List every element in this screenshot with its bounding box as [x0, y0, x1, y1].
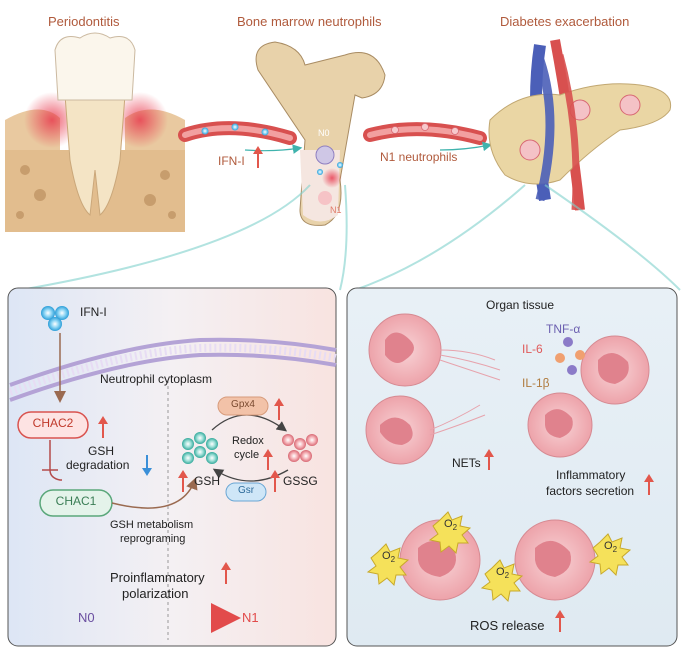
- chac2-box: [17, 411, 89, 439]
- cytokine-dots: [555, 337, 585, 375]
- label-infl-1: Inflammatory: [556, 468, 626, 482]
- pancreas-illustration: [488, 39, 672, 211]
- o2-burst-1: [366, 543, 410, 587]
- label-gsh-deg-1: GSH: [88, 444, 115, 458]
- label-gsh-deg-2: degradation: [66, 458, 130, 472]
- title-bone-marrow: Bone marrow neutrophils: [237, 14, 382, 29]
- label-redox-2: cycle: [234, 449, 260, 461]
- tooth-illustration: [5, 32, 185, 232]
- label-nets: NETs: [452, 456, 481, 470]
- cell-membrane: [8, 337, 337, 402]
- label-o2-4: O2: [604, 540, 618, 555]
- label-redox-1: Redox: [232, 435, 264, 447]
- bone-illustration: [255, 41, 386, 226]
- label-gsr: Gsr: [237, 485, 255, 496]
- label-n1: N1: [242, 610, 259, 625]
- blood-vessel-right: [363, 122, 493, 152]
- label-ifn: IFN-I: [80, 305, 107, 319]
- label-o2-3: O2: [496, 566, 510, 581]
- label-infl-2: factors secretion: [546, 484, 635, 498]
- label-metab-2: reprograming: [120, 533, 186, 545]
- neutrophil-cell-inflammatory-top: [580, 335, 650, 405]
- title-diabetes: Diabetes exacerbation: [500, 14, 630, 29]
- label-organ-tissue: Organ tissue: [486, 298, 555, 312]
- label-chac2: CHAC2: [32, 416, 74, 430]
- title-periodontitis: Periodontitis: [48, 14, 120, 29]
- ifn-molecules: [41, 306, 69, 331]
- neutrophil-cell-inflammatory-bottom: [527, 392, 593, 458]
- gsr-pill: [225, 482, 267, 502]
- neutrophil-cell-nets-top: [368, 313, 501, 387]
- label-gsh: GSH: [194, 474, 221, 488]
- label-n1-neutrophils: N1 neutrophils: [380, 150, 458, 164]
- gpx4-pill: [217, 396, 269, 416]
- label-tnf: TNF-α: [546, 322, 581, 336]
- o2-burst-2: [428, 511, 472, 555]
- label-il1b: IL-1β: [522, 376, 550, 390]
- left-panel: [7, 287, 337, 647]
- label-polar-2: polarization: [122, 586, 189, 601]
- o2-burst-3: [480, 559, 524, 603]
- label-metab-1: GSH metabolism: [110, 519, 194, 531]
- label-polar-1: Proinflammatory: [110, 570, 205, 585]
- blood-vessel-left: [178, 121, 303, 154]
- o2-burst-4: [588, 533, 632, 577]
- gssg-molecules: [282, 434, 318, 462]
- neutrophil-cell-nets-bottom: [365, 395, 486, 465]
- label-gpx4: Gpx4: [231, 399, 255, 410]
- neutrophil-cell-ros-right: [514, 519, 596, 601]
- gsh-molecules: [182, 432, 218, 464]
- label-n1-bone: N1: [330, 205, 342, 215]
- label-il6: IL-6: [522, 342, 543, 356]
- label-o2-2: O2: [444, 518, 458, 533]
- label-n0-bone: N0: [318, 128, 330, 138]
- label-gssg: GSSG: [283, 474, 318, 488]
- label-ifn-top: IFN-I: [218, 154, 245, 168]
- label-cytoplasm: Neutrophil cytoplasm: [100, 372, 213, 386]
- label-chac1: CHAC1: [55, 494, 97, 508]
- label-o2-1: O2: [382, 550, 396, 565]
- label-n0: N0: [78, 610, 95, 625]
- label-ros-release: ROS release: [470, 618, 545, 633]
